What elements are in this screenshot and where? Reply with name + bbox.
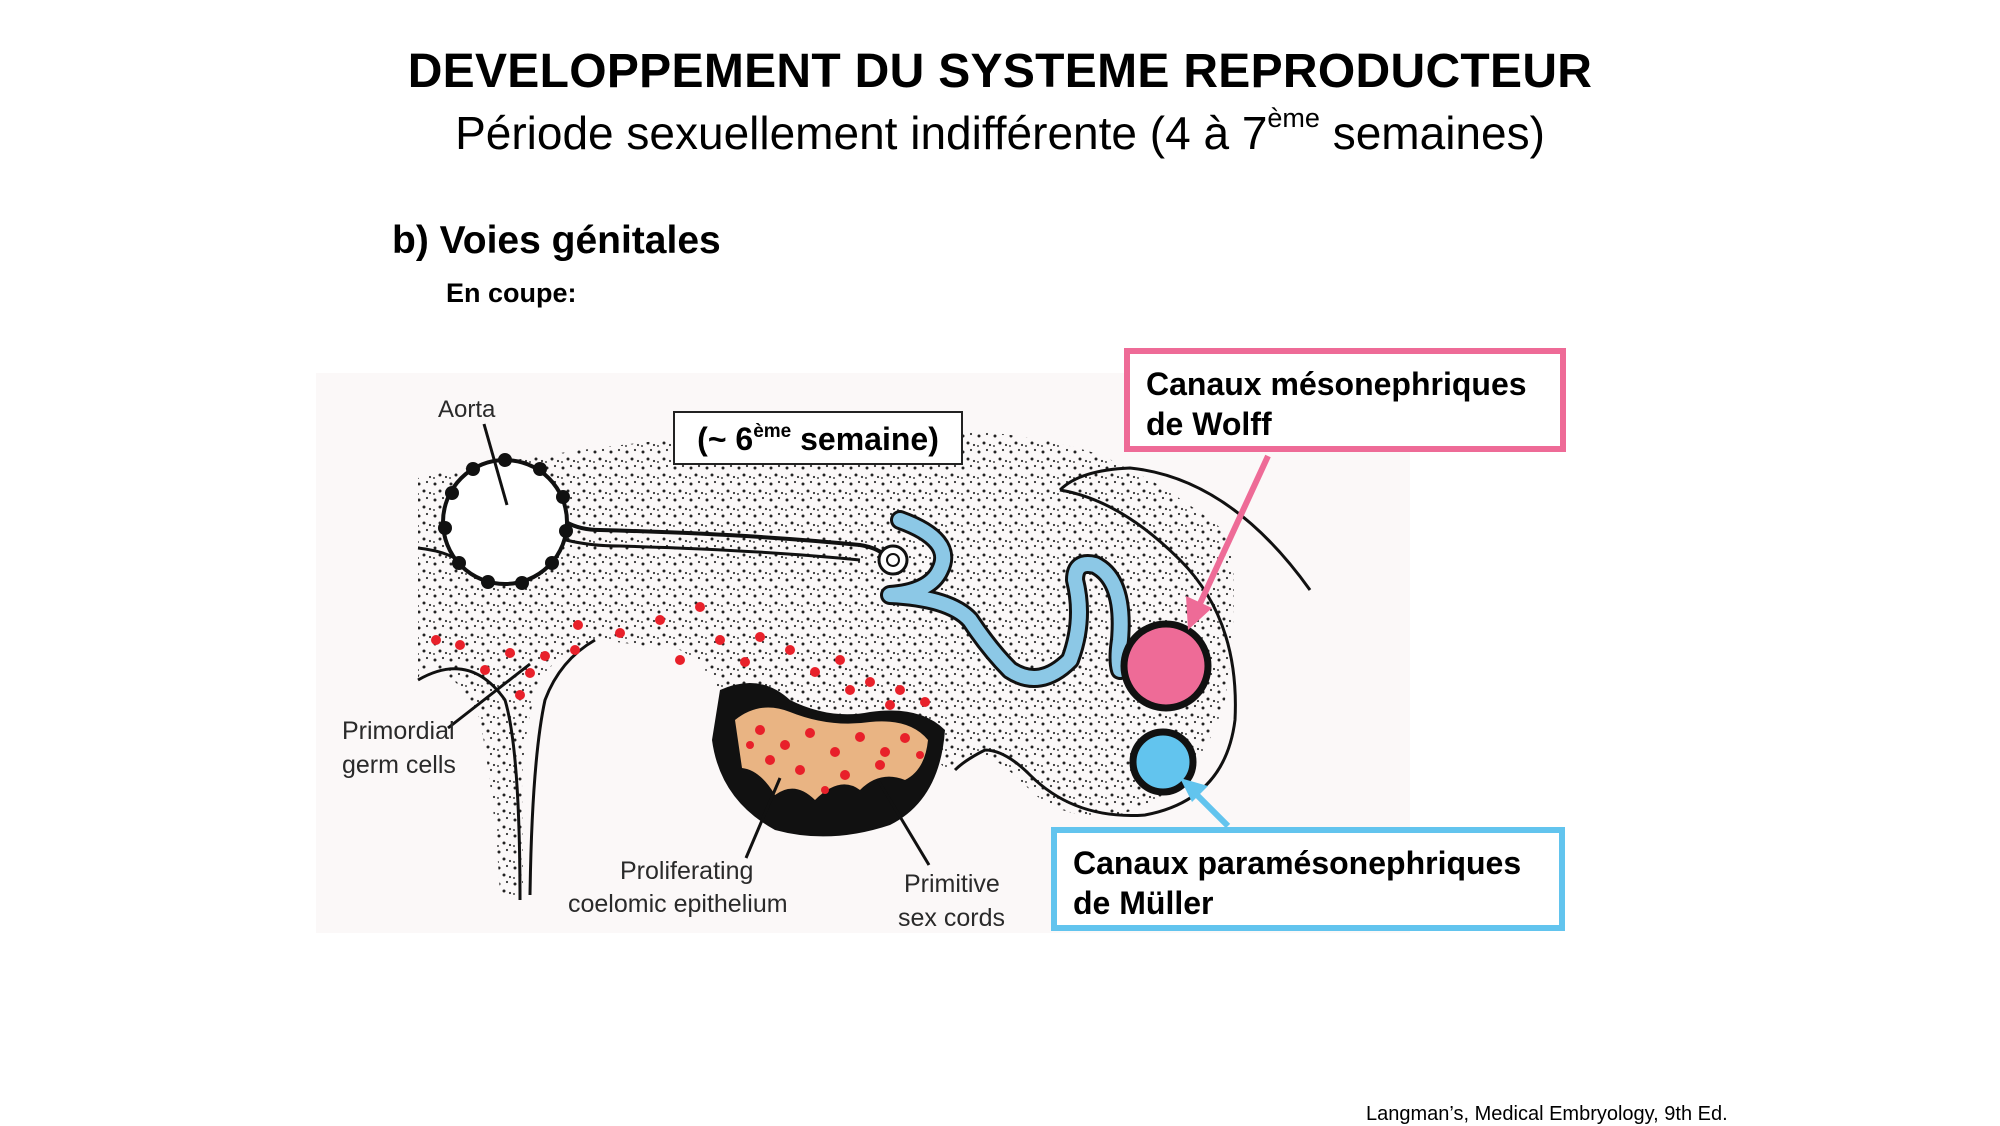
label-proliferating-2: coelomic epithelium	[568, 890, 788, 918]
aortic-branch	[565, 520, 892, 562]
mullerian-duct-circle	[1129, 728, 1197, 796]
primordial-germ-cells	[431, 602, 930, 710]
dorsal-body-line-2	[528, 638, 596, 896]
label-primordial-1: Primordial	[342, 717, 455, 745]
mesonephric-tubule-lumen	[883, 513, 1128, 685]
section-heading: b) Voies génitales	[392, 219, 721, 262]
wolff-callout-line-1: Canaux mésonephriques	[1146, 366, 1527, 402]
week-label-suffix: semaine)	[791, 421, 939, 457]
subtitle-end: semaines)	[1319, 107, 1545, 159]
slide-subtitle: Période sexuellement indifférente (4 à 7…	[0, 103, 2000, 160]
aorta	[438, 453, 573, 590]
epithelium-leader	[744, 777, 782, 859]
subtitle-superscript: ème	[1267, 103, 1320, 133]
week-label-box: (~ 6ème semaine)	[673, 411, 963, 465]
label-primitive-1: Primitive	[904, 870, 1000, 898]
aorta-leader	[482, 423, 509, 506]
citation: Langman’s, Medical Embryology, 9th Ed.	[1366, 1103, 1728, 1125]
wolffian-duct-circle	[1120, 620, 1212, 712]
muller-arrow	[1180, 778, 1231, 829]
wolff-callout-box: Canaux mésonephriques de Wolff	[1124, 348, 1566, 452]
muller-callout-line-2: de Müller	[1073, 885, 1214, 921]
germ-cells-leader	[447, 662, 531, 730]
gonadal-ridge	[712, 682, 945, 837]
aortic-branch-lower	[565, 538, 861, 562]
glomerulus	[877, 544, 909, 576]
section-subheading: En coupe:	[446, 278, 577, 308]
subtitle-text: Période sexuellement indifférente (4 à 7	[455, 107, 1268, 159]
coelom-outline	[1058, 466, 1312, 591]
slide-title: DEVELOPPEMENT DU SYSTEME REPRODUCTEUR	[407, 45, 1593, 98]
label-primordial-2: germ cells	[342, 751, 456, 779]
label-proliferating-1: Proliferating	[620, 857, 753, 885]
wolff-arrow	[1186, 454, 1271, 630]
sex-cords-leader	[876, 779, 931, 866]
muller-callout-line-1: Canaux paramésonephriques	[1073, 845, 1522, 881]
label-aorta: Aorta	[438, 396, 496, 423]
week-label-prefix: (~ 6	[697, 421, 754, 457]
week-label-superscript: ème	[753, 421, 792, 442]
dorsal-body-line	[417, 667, 522, 901]
muller-callout-box: Canaux paramésonephriques de Müller	[1051, 827, 1565, 931]
wolff-callout-line-2: de Wolff	[1146, 406, 1272, 442]
label-primitive-2: sex cords	[898, 904, 1005, 932]
